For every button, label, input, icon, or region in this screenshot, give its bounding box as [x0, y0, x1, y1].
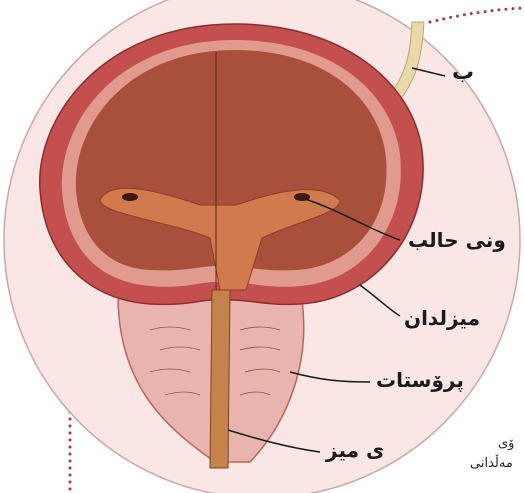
label-ureter: ب	[452, 60, 474, 85]
urethra-tube	[210, 290, 230, 468]
dotted-arc-decoration	[430, 8, 524, 22]
side-note-line-2: مەڵدانی	[470, 456, 513, 471]
ureter-opening-left	[122, 193, 138, 201]
label-urethra: ی میز	[326, 438, 384, 462]
label-prostate: پرۆستات	[376, 368, 464, 392]
label-ureter-opening: ونی حالب	[408, 228, 506, 252]
label-bladder: میزلدان	[404, 306, 480, 330]
side-note-line-1: ۆی	[498, 436, 514, 451]
